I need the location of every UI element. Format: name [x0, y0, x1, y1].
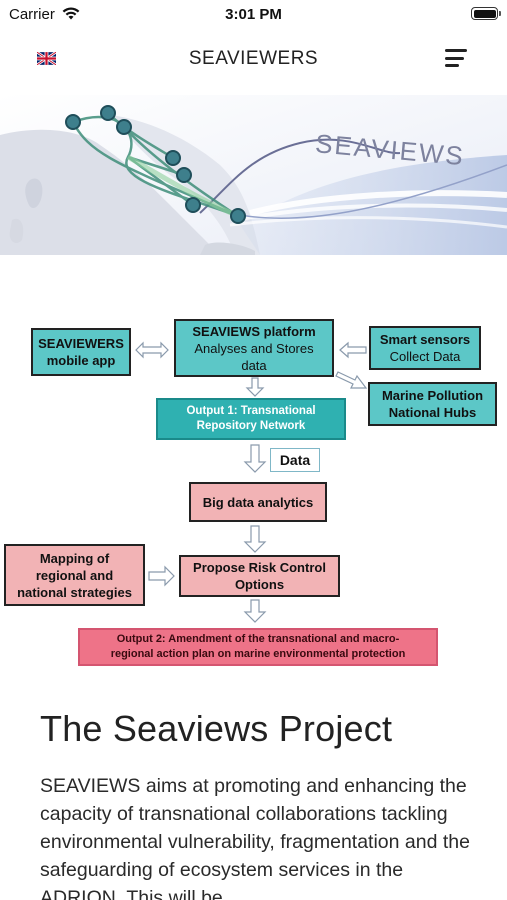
banner-graphic: SEAVIEWS [0, 95, 507, 255]
uk-flag-icon[interactable] [37, 52, 56, 65]
mapping-line2: regional and [35, 567, 114, 583]
mapping-line3: national strategies [17, 584, 132, 600]
output1-line2: Repository Network [196, 420, 306, 432]
app-header: SEAVIEWERS [0, 28, 507, 90]
hubs-line1: Marine Pollution [381, 388, 484, 403]
diagram-arrows [135, 341, 368, 623]
output1-box: Output 1: Transnational Repository Netwo… [156, 398, 346, 440]
hubs-line2: National Hubs [388, 405, 477, 420]
platform-box: SEAVIEWS platform Analyses and Stores da… [174, 319, 334, 377]
mobile-app-box: SEAVIEWERS mobile app [31, 328, 131, 376]
sensors-box: Smart sensors Collect Data [369, 326, 481, 370]
mobile-app-line2: mobile app [46, 353, 116, 368]
battery-icon [471, 7, 501, 20]
status-time: 3:01 PM [225, 6, 282, 23]
output1-line1: Output 1: Transnational [186, 405, 316, 417]
sensors-line1: Smart sensors [379, 332, 471, 347]
sensors-line2: Collect Data [389, 349, 461, 364]
output2-line2: regional action plan on marine environme… [110, 648, 406, 660]
article-body: SEAVIEWS aims at promoting and enhancing… [40, 775, 470, 900]
data-label-box: Data [270, 448, 320, 472]
mapping-box: Mapping of regional and national strateg… [4, 544, 145, 606]
platform-line3: data [241, 357, 267, 373]
output2-line1: Output 2: Amendment of the transnational… [116, 633, 400, 645]
hamburger-menu-icon[interactable] [442, 47, 470, 69]
app-title: SEAVIEWERS [188, 48, 319, 69]
project-diagram: SEAVIEWERS mobile app SEAVIEWS platform … [0, 310, 507, 670]
output2-box: Output 2: Amendment of the transnational… [78, 628, 438, 666]
data-label: Data [279, 451, 311, 468]
hubs-box: Marine Pollution National Hubs [368, 382, 497, 426]
analytics-box: Big data analytics [189, 482, 327, 522]
platform-line2: Analyses and Stores [194, 340, 314, 356]
risk-line2: Options [234, 577, 285, 592]
analytics-label: Big data analytics [202, 494, 314, 510]
wifi-icon [62, 7, 80, 20]
mapping-line1: Mapping of [39, 550, 110, 566]
article-title: The Seaviews Project [40, 708, 393, 749]
seaviews-banner: SEAVIEWS [0, 95, 507, 255]
carrier-label: Carrier [9, 6, 55, 23]
risk-line1: Propose Risk Control [193, 560, 326, 575]
platform-line1: SEAVIEWS platform [192, 323, 316, 339]
mobile-app-line1: SEAVIEWERS [38, 336, 124, 351]
risk-box: Propose Risk Control Options [179, 555, 340, 597]
status-bar: Carrier 3:01 PM [0, 0, 507, 28]
